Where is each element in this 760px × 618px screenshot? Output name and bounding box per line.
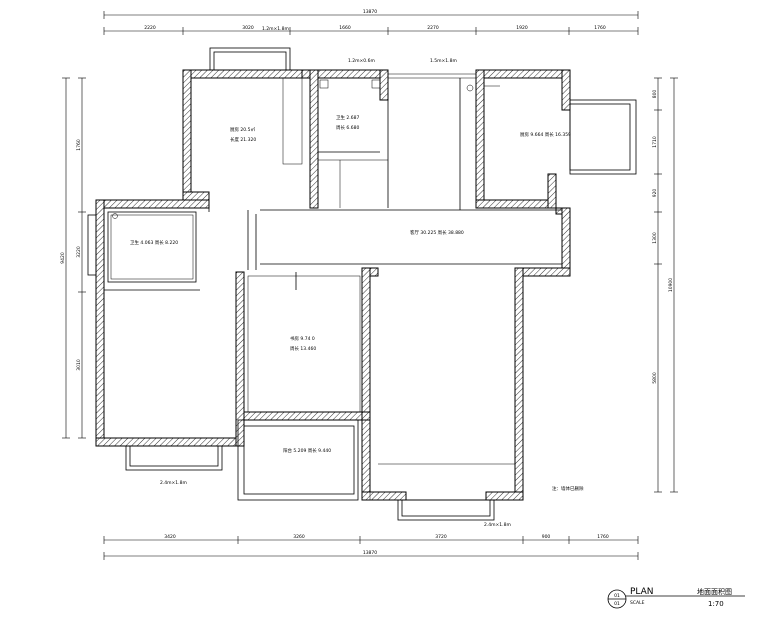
room-hall-label: 客厅 30.225 周长 38.880 [410,229,464,236]
room-study-line1: 书房 9.74 0 [290,335,315,342]
room-bedroom-top-line2: 长度 21.320 [230,136,256,143]
room-bath-top-line2: 周长 6.680 [336,124,359,131]
note-bottom-right: 注：墙体已删除 [552,485,584,492]
top-dimension-lines [103,11,639,35]
top-dim-1: 2220 [144,25,156,31]
top-dim-3: 1660 [339,25,351,31]
bottom-dim-5: 1760 [597,534,609,540]
tag-left-bottom: 2.4m×1.8m [160,480,187,486]
title-plan-label: PLAN [630,587,654,597]
bottom-dimension-lines [103,536,639,560]
top-dim-6: 1760 [594,25,606,31]
tag-right-bottom: 2.4m×1.8m [484,522,511,528]
room-label-bath-top: 卫生 2.687 周长 6.680 [336,114,359,131]
right-dim-2: 1710 [652,136,658,148]
title-sub-number: 01 [614,601,620,607]
room-bath-left-label: 卫生 4.063 周长 8.220 [130,239,178,246]
top-dim-5: 1920 [516,25,528,31]
title-number: 01 [614,593,620,599]
top-total-dim: 13870 [363,9,377,15]
interior-lines [104,73,562,500]
left-dim-3: 3010 [76,359,82,371]
room-label-bedroom-top: 厨房 20.5㎡ 长度 21.320 [230,126,256,143]
right-dimension-lines [654,77,678,493]
room-balcony-label: 阳台 5.209 周长 9.440 [283,447,331,454]
left-total-dim: 9420 [60,252,66,264]
room-bath-top-line1: 卫生 2.687 [336,114,359,121]
left-dim-2: 3220 [76,246,82,258]
tag-top-center: 1.5m×1.8m [430,58,457,64]
bottom-total-dim: 13870 [363,550,377,556]
right-dim-4: 1300 [652,232,658,244]
room-top-right-label: 厨房 9.664 周长 16.359 [520,131,571,138]
top-dim-2: 3020 [242,25,254,31]
tag-bath-top: 1.2m×0.6m [348,58,375,64]
left-dim-1: 1760 [76,139,82,151]
title-text: 地面面积图 [697,587,732,596]
left-dimension-lines [62,77,86,439]
title-scale-value: 1:70 [708,600,724,608]
bottom-dim-2: 3260 [293,534,305,540]
exterior-walls [87,47,637,521]
right-dim-3: 920 [652,189,658,198]
room-label-study: 书房 9.74 0 周长 13.460 [290,335,316,352]
bottom-dim-1: 3420 [164,534,176,540]
tag-top-left: 1.2m×1.8m [262,26,289,32]
top-dim-4: 2270 [427,25,439,31]
room-bedroom-top-line1: 厨房 20.5㎡ [230,126,255,133]
title-block: 01 01 PLAN SCALE 地面面积图 1:70 [607,587,745,609]
right-dim-1: 800 [652,90,658,99]
bottom-dim-4: 900 [542,534,551,540]
right-total-dim: 10900 [668,278,674,292]
room-study-line2: 周长 13.460 [290,345,316,352]
right-dim-5: 5800 [652,372,658,384]
title-scale-label: SCALE [630,600,645,606]
bottom-dim-3: 3720 [435,534,447,540]
